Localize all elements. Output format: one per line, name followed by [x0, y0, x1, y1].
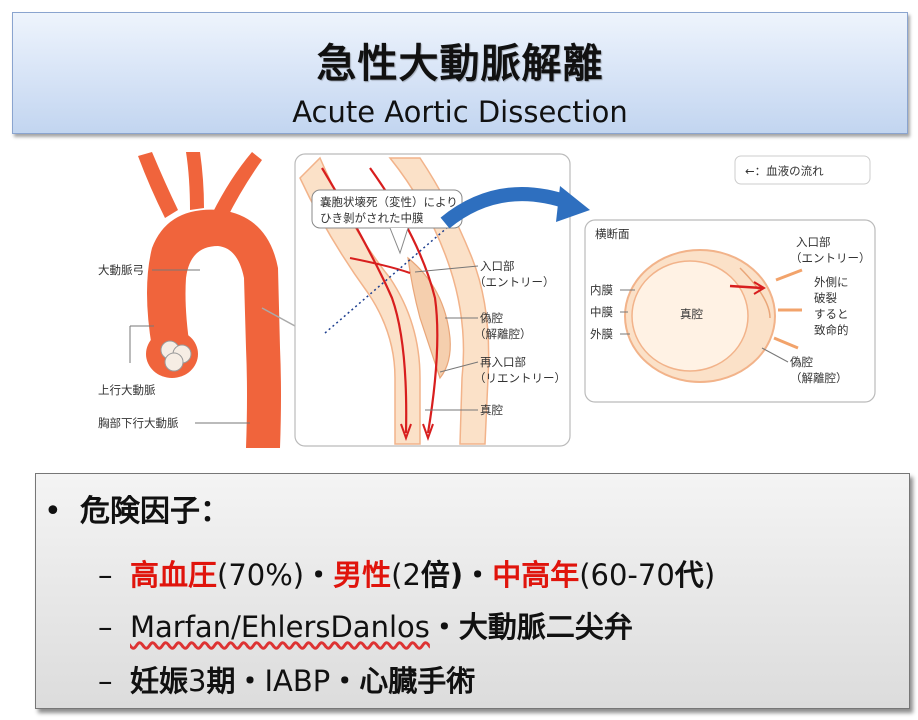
label-aortic-arch: 大動脈弓: [98, 263, 144, 277]
risk-factors-box: •危険因子： –高血圧(70%)・男性(2倍)・中高年(60-70代) –Mar…: [35, 473, 910, 709]
label-rupture-3: すると: [814, 307, 849, 321]
label-rupture-1: 外側に: [814, 275, 849, 289]
male-text: 男性: [333, 558, 392, 592]
risk-line-2: –Marfan/EhlersDanlos・大動脈二尖弁: [98, 604, 633, 646]
label-entry: 入口部: [480, 259, 515, 273]
risk-factors-heading: • 危険因子：: [44, 486, 230, 530]
label-ascending-aorta: 上行大動脈: [98, 383, 156, 397]
label-false-lumen: 偽腔: [480, 311, 503, 325]
middle-aged-text: 中高年: [492, 558, 580, 592]
label-true-lumen: 真腔: [480, 403, 503, 417]
longitudinal-section: 嚢胞状壊死（変性）により ひき剝がされた中膜 入口部 （エントリー） 偽腔 （解…: [294, 153, 571, 447]
label-entry-cross: 入口部: [796, 235, 831, 249]
dash-icon: –: [98, 610, 113, 644]
label-false-lumen-cross: 偽腔: [790, 355, 813, 369]
slide-title: 急性大動脈解離: [316, 41, 604, 87]
label-entry-sub: （エントリー）: [474, 275, 555, 289]
dash-icon: –: [98, 664, 113, 698]
dash-icon: –: [98, 558, 113, 592]
label-media: 中膜: [590, 305, 613, 319]
aortic-valve: [160, 340, 192, 372]
age-close: ): [703, 558, 716, 592]
risk-line-3: –妊娠3期・IABP・心臓手術: [98, 658, 475, 700]
label-entry-cross-sub: （エントリー）: [790, 251, 871, 265]
risk-line-1: –高血圧(70%)・男性(2倍)・中高年(60-70代): [98, 552, 715, 594]
age-unit: 代: [674, 558, 704, 592]
age-range: (60-70: [579, 558, 675, 592]
label-rupture-4: 致命的: [814, 323, 849, 337]
callout-line-1: 嚢胞状壊死（変性）により: [320, 195, 458, 209]
legend: ←：血液の流れ: [734, 155, 871, 185]
trimester-unit: 期: [206, 664, 236, 698]
aorta-shape: [138, 152, 296, 448]
cross-section-panel: 横断面 内膜 中膜 外膜 真腔 入口部 （エントリー） 外側に 破裂 すると 致…: [584, 219, 876, 403]
label-reentry: 再入口部: [480, 355, 526, 369]
legend-text: ←：血液の流れ: [745, 164, 824, 178]
iabp-text: IABP: [264, 664, 331, 698]
label-adventitia: 外膜: [590, 327, 613, 341]
label-cross-section: 横断面: [595, 227, 630, 241]
aorta-diagram: 大動脈弓 上行大動脈 胸部下行大動脈 嚢胞状壊死（変性）により ひき剝: [98, 152, 876, 448]
bullet-icon: •: [44, 494, 62, 529]
label-reentry-sub: （リエントリー）: [474, 371, 566, 385]
label-true-lumen-cross: 真腔: [680, 307, 703, 321]
male-ratio-unit: 倍: [420, 558, 450, 592]
risk-factors-title: 危険因子：: [80, 494, 230, 529]
label-false-lumen-cross-sub: （解離腔）: [790, 371, 848, 385]
hypertension-pct: (70%): [217, 558, 305, 592]
marfan-text: Marfan/EhlersDanlos: [130, 610, 430, 644]
title-banner: 急性大動脈解離 Acute Aortic Dissection: [12, 12, 908, 134]
label-descending-aorta: 胸部下行大動脈: [98, 416, 179, 430]
bicuspid-valve-text: ・大動脈二尖弁: [429, 610, 633, 644]
label-intima: 内膜: [590, 283, 613, 297]
separator: ・: [304, 558, 334, 592]
cardiac-surgery-text: ・心臓手術: [330, 664, 476, 698]
zoom-arrow-icon: [440, 187, 573, 229]
label-rupture-2: 破裂: [814, 291, 837, 305]
separator: )・: [449, 558, 493, 592]
male-ratio: (2: [391, 558, 421, 592]
hypertension-text: 高血圧: [130, 558, 218, 592]
slide-subtitle: Acute Aortic Dissection: [292, 95, 628, 129]
pregnancy-text: 妊娠: [130, 664, 189, 698]
callout-line-2: ひき剝がされた中膜: [320, 211, 424, 225]
aorta-illustration: 大動脈弓 上行大動脈 胸部下行大動脈 嚢胞状壊死（変性）により ひき剝: [90, 148, 880, 453]
trimester-number: 3: [188, 664, 207, 698]
separator: ・: [235, 664, 265, 698]
label-false-lumen-sub: （解離腔）: [474, 327, 532, 341]
